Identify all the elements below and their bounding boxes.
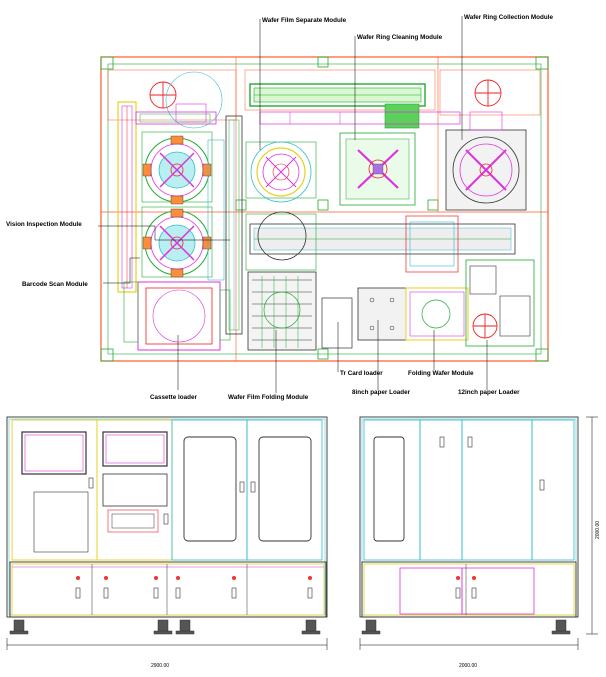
label-cassette-loader: Cassette loader bbox=[150, 394, 197, 401]
label-tr-card-loader: Tr Card loader bbox=[340, 370, 383, 377]
tr-card-loader-block bbox=[321, 297, 353, 349]
side-elevation: 2000.00 2000.00 bbox=[359, 416, 601, 669]
label-wafer-film-folding: Wafer Film Folding Module bbox=[228, 394, 309, 401]
reference-circles bbox=[149, 79, 502, 339]
paper-8inch-block bbox=[357, 287, 407, 341]
side-width-dimension: 2000.00 bbox=[459, 663, 477, 669]
wafer-film-separate-unit bbox=[245, 141, 317, 203]
wafer-ring-cleaning-unit bbox=[339, 132, 416, 206]
label-vision-inspection: Vision Inspection Module bbox=[6, 221, 82, 228]
label-wafer-ring-collection: Wafer Ring Collection Module bbox=[464, 14, 553, 21]
wafer-film-folding-unit bbox=[245, 211, 317, 351]
side-casters bbox=[361, 619, 571, 635]
label-wafer-ring-cleaning: Wafer Ring Cleaning Module bbox=[357, 34, 443, 41]
label-paper-12inch: 12inch paper Loader bbox=[458, 389, 520, 396]
wafer-ring-collection-unit bbox=[445, 111, 527, 211]
front-elevation: 2900.00 bbox=[6, 416, 328, 669]
vision-turntable-upper bbox=[141, 131, 213, 205]
front-casters bbox=[9, 619, 321, 635]
front-width-dimension: 2900.00 bbox=[151, 663, 169, 669]
cassette-loader-block bbox=[123, 281, 231, 351]
label-barcode-scan: Barcode Scan Module bbox=[22, 281, 88, 288]
plan-inner-frame bbox=[107, 63, 542, 355]
height-dimension: 2000.00 bbox=[595, 521, 601, 539]
center-vertical-rail bbox=[225, 115, 243, 335]
leader-lines bbox=[98, 16, 488, 393]
label-folding-wafer: Folding Wafer Module bbox=[408, 370, 474, 377]
paper-12inch-block bbox=[465, 259, 535, 347]
label-wafer-film-separate: Wafer Film Separate Module bbox=[262, 17, 347, 24]
vision-turntable-lower bbox=[141, 206, 213, 278]
horizontal-gantry bbox=[249, 215, 516, 273]
plan-view: Wafer Film Separate Module Wafer Ring Cl… bbox=[6, 14, 553, 401]
label-paper-8inch: 8inch paper Loader bbox=[352, 389, 411, 396]
left-conveyor bbox=[117, 101, 217, 293]
folding-wafer-block bbox=[405, 287, 469, 341]
top-green-conveyor bbox=[249, 83, 461, 129]
